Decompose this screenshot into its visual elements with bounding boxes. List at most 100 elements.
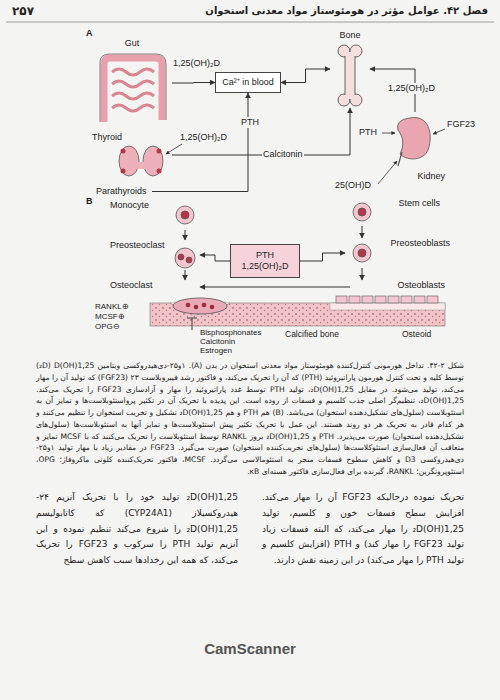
- leader-line: [382, 133, 395, 134]
- hormone-box: PTH 1,25(OH)₂D: [230, 244, 300, 278]
- hormone-label: 1,25(OH)₂D: [180, 132, 227, 143]
- page-number: ۲۵۷: [12, 4, 34, 18]
- colon: [104, 58, 162, 122]
- edge-label: 1,25(OH)₂D: [387, 83, 436, 94]
- node-text: Kidney: [417, 171, 445, 182]
- parathyroid-gland: [121, 169, 126, 174]
- connector: [172, 82, 215, 84]
- node-text: Osteoclast: [110, 280, 153, 291]
- osteoclast-cell: [173, 298, 227, 314]
- header-rule: [6, 22, 494, 23]
- nucleus: [202, 303, 207, 308]
- osteoblast-cell: [349, 296, 360, 303]
- small-intestine: [112, 69, 154, 111]
- osteoid-layer: [330, 303, 445, 310]
- osteoblast-row: [336, 296, 438, 303]
- connector: [300, 253, 345, 261]
- cell-node: Monocyte: [110, 200, 200, 230]
- nucleus: [178, 254, 184, 260]
- tissue-label: Calcified bone: [285, 329, 339, 339]
- panel-letter: B: [86, 196, 93, 207]
- organ-label-node: Parathyroids: [95, 185, 152, 198]
- colon-outline: [100, 54, 166, 122]
- organ-node: Bone: [330, 30, 370, 108]
- body-paragraph: 1,25(OH)₂D تولید خود را با تحریک آنزیم ۲…: [36, 490, 238, 569]
- running-head: فصل ۴۲. عوامل مؤثر در هومئوستاز مواد معد…: [205, 5, 488, 17]
- factor-label: MCSF⊕: [95, 312, 125, 322]
- preosteoclast-cell: [175, 248, 195, 268]
- connector: [200, 255, 230, 261]
- cell-node: Preosteoblasts: [345, 238, 450, 268]
- thyroid-drawing: [119, 146, 163, 176]
- edge-label: PTH: [240, 117, 260, 128]
- inhibitor-label: Estrogen: [200, 346, 232, 356]
- osteoblast-cell: [375, 296, 386, 303]
- cell-node: Stem cells: [350, 198, 440, 226]
- nucleus: [358, 208, 366, 216]
- tissue-label: Osteoid: [402, 329, 431, 339]
- organ-node: Gut: [92, 38, 172, 128]
- node-text: Osteoblasts: [397, 280, 445, 291]
- ureter: [398, 152, 402, 166]
- node-text: Ca²⁺ in blood: [222, 77, 274, 88]
- thyroid-lobe: [119, 146, 139, 176]
- cell-node: Osteoclast: [110, 280, 200, 294]
- calcified-bone: [150, 303, 445, 326]
- panel-letter: A: [86, 28, 93, 39]
- nucleus: [181, 211, 189, 219]
- figure-caption: شکل ۲-۴۲. تداخل هورمونی کنترل‌کننده هومئ…: [36, 360, 464, 478]
- connector: [172, 108, 350, 155]
- osteoblast-cell: [414, 296, 425, 303]
- connector: [362, 268, 363, 280]
- osteoblast-cell: [427, 296, 438, 303]
- connector: [185, 270, 186, 280]
- gut-drawing: [100, 54, 166, 122]
- connector: [281, 69, 330, 83]
- kidney: [398, 117, 431, 158]
- node-text: PTH 1,25(OH)₂D: [233, 250, 297, 272]
- nucleus: [186, 303, 191, 308]
- edge-label: 1,25(OH)₂D: [172, 58, 221, 69]
- hormone-label: FGF23: [447, 119, 475, 130]
- hormone-label: PTH: [359, 127, 377, 138]
- edge-label: Calcitonin: [262, 149, 304, 160]
- nucleus: [358, 249, 366, 257]
- node-text: Preosteoclast: [110, 240, 165, 251]
- inhibitor-label: Bisphosphonates: [200, 328, 261, 338]
- node-text: Gut: [125, 38, 140, 49]
- leader-line: [378, 161, 397, 184]
- inhibitor-label: Calcitonin: [200, 337, 235, 347]
- thyroid-isthmus: [136, 162, 146, 169]
- nucleus: [210, 305, 215, 310]
- thyroid-lobe: [143, 146, 163, 176]
- organ-node: Thyroid: [92, 132, 172, 178]
- node-text: Bone: [339, 30, 360, 41]
- bone-shaft-edge: [345, 56, 355, 95]
- inhibition-leader: [187, 318, 197, 330]
- bone-texture: [150, 303, 445, 326]
- connector: [362, 226, 363, 238]
- node-text: Thyroid: [92, 132, 122, 143]
- node-text: Preosteoblasts: [390, 238, 450, 249]
- nucleus: [186, 257, 192, 263]
- nucleus: [194, 305, 199, 310]
- cell-node: Preosteoclast: [110, 240, 200, 270]
- parathyroid-gland: [157, 149, 162, 154]
- factor-label: OPG⊖: [95, 322, 120, 332]
- connector: [200, 287, 350, 288]
- node-text: Parathyroids: [96, 186, 147, 197]
- hormone-label: 25(OH)D: [335, 180, 371, 191]
- leader-line: [166, 144, 182, 154]
- bone-surface: [150, 296, 445, 326]
- monocyte-cell: [176, 206, 194, 224]
- body-paragraph: تحریک نموده درحالیکه FGF23 آن را مهار می…: [262, 490, 464, 569]
- osteoblast-cell: [401, 296, 412, 303]
- leader-line: [433, 129, 445, 134]
- bone-drawing: [338, 45, 362, 106]
- stem-cell: [353, 203, 371, 221]
- node-text: Stem cells: [398, 198, 440, 209]
- watermark: CamScanner: [0, 640, 500, 658]
- osteoblast-cell: [362, 296, 373, 303]
